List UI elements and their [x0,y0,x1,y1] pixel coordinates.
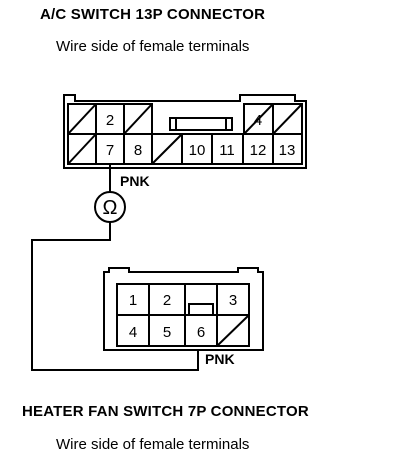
empty-cavity-slash [151,133,183,165]
terminal-label: 2 [163,292,171,309]
terminal-label: 10 [189,142,206,159]
ac-switch-connector [63,94,307,169]
terminal-label: 12 [250,142,267,159]
wire-harness [31,164,199,371]
ohm-icon: Ω [103,197,118,219]
empty-cavity-slash [67,103,97,135]
heater-fan-switch-connector [103,267,264,351]
terminal-label: 4 [254,112,262,129]
ohmmeter-symbol [94,191,126,223]
fan-connector-title: HEATER FAN SWITCH 7P CONNECTOR [22,403,309,420]
empty-cavity-slash [123,103,153,135]
terminal-label: 6 [197,324,205,341]
terminal-label: 8 [134,142,142,159]
empty-cavity-slash [272,103,303,135]
terminal-label: 3 [229,292,237,309]
terminal-label: 4 [129,324,137,341]
ac-connector-title: A/C SWITCH 13P CONNECTOR [40,6,266,23]
terminal-label: 1 [129,292,137,309]
fan-connector-subtitle: Wire side of female terminals [56,436,250,453]
wire-color-label: PNK [120,173,150,189]
empty-cavity-slash [216,314,250,347]
wire-color-label: PNK [205,351,235,367]
terminal-label: 2 [106,112,114,129]
terminal-label: 11 [219,142,235,159]
terminal-label: 7 [106,142,114,159]
empty-cavity-slash [67,133,97,165]
ac-connector-subtitle: Wire side of female terminals [56,38,250,55]
empty-cavity-slash [243,103,274,135]
terminal-label: 5 [163,324,171,341]
terminal-label: 13 [279,142,296,159]
